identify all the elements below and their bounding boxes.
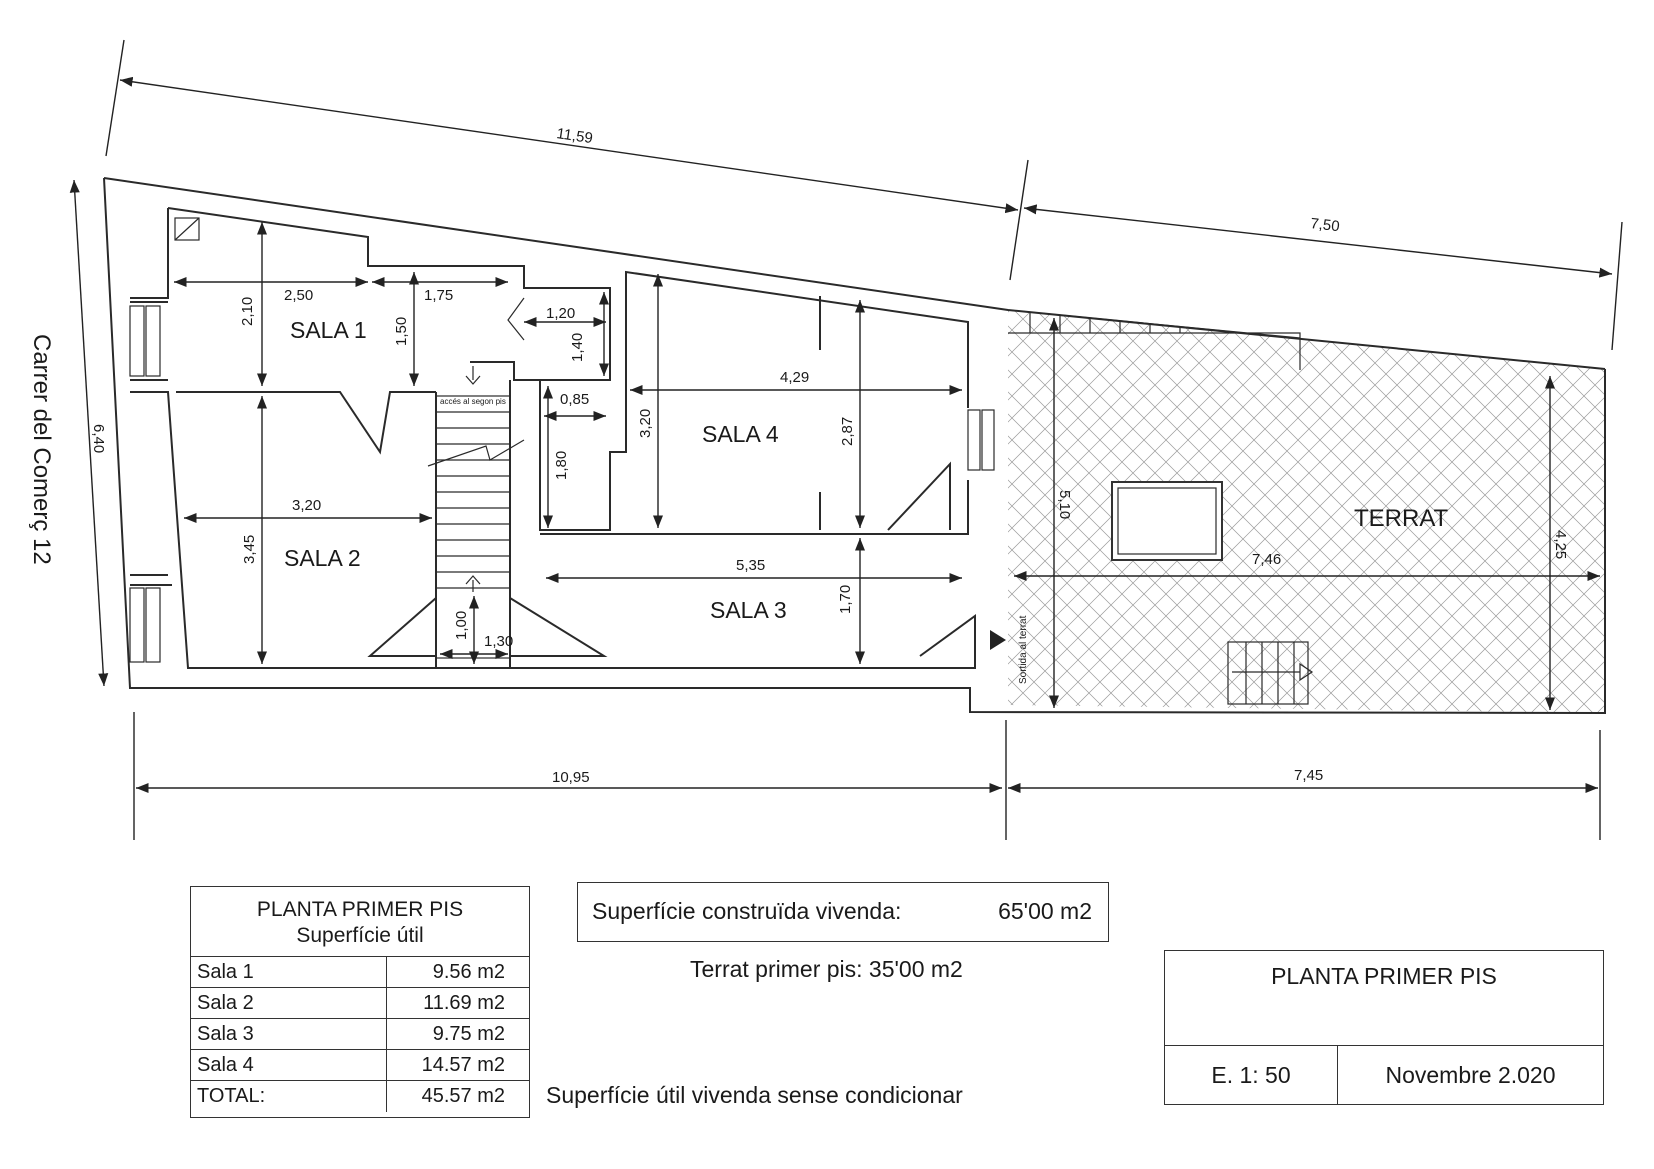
dim-top-terrace: 7,50 bbox=[1310, 215, 1341, 235]
staircase bbox=[427, 366, 525, 659]
dim-wc-height: 1,40 bbox=[569, 333, 586, 362]
dim-sala3-width: 5,35 bbox=[736, 557, 765, 574]
dim-wc-width: 1,20 bbox=[546, 305, 575, 322]
drawing-title: PLANTA PRIMER PIS bbox=[1271, 963, 1497, 989]
dim-closet-width: 0,85 bbox=[560, 391, 589, 408]
drawing-scale: E. 1: 50 bbox=[1165, 1046, 1338, 1104]
table-row: Sala 2 11.69 m2 bbox=[191, 988, 529, 1019]
dim-sala2-depth: 3,45 bbox=[241, 535, 258, 564]
dim-terrat-depth-left: 5,10 bbox=[1056, 490, 1073, 519]
dim-sala1-width: 2,50 bbox=[284, 287, 313, 304]
room-area: 11.69 m2 bbox=[423, 992, 505, 1014]
street-label: Carrer del Comerç 12 bbox=[28, 334, 55, 565]
exit-arrow bbox=[990, 630, 1006, 650]
built-surface-value: 65'00 m2 bbox=[998, 898, 1092, 924]
room-area: 9.56 m2 bbox=[432, 961, 505, 983]
title-block: PLANTA PRIMER PIS E. 1: 50 Novembre 2.02… bbox=[1164, 950, 1604, 1105]
room-label-terrat: TERRAT bbox=[1354, 505, 1449, 532]
surface-table-subtitle: Superfície útil bbox=[296, 924, 424, 947]
surface-table-header: PLANTA PRIMER PIS Superfície útil bbox=[191, 887, 529, 957]
total-area: 45.57 m2 bbox=[421, 1085, 505, 1107]
dim-bottom-main: 10,95 bbox=[552, 769, 590, 786]
title-block-row: E. 1: 50 Novembre 2.020 bbox=[1165, 1045, 1603, 1104]
room-label-sala4: SALA 4 bbox=[702, 421, 779, 447]
useful-surface-note: Superfície útil vivenda sense condiciona… bbox=[546, 1082, 963, 1108]
room-label-sala2: SALA 2 bbox=[284, 545, 361, 571]
room-label-sala1: SALA 1 bbox=[290, 317, 367, 343]
dim-sala4-depth-left: 3,20 bbox=[637, 409, 654, 438]
room-area: 14.57 m2 bbox=[421, 1054, 505, 1076]
room-name: Sala 3 bbox=[191, 1019, 387, 1049]
surface-table: PLANTA PRIMER PIS Superfície útil Sala 1… bbox=[190, 886, 530, 1118]
table-row-total: TOTAL: 45.57 m2 bbox=[191, 1081, 529, 1112]
room-name: Sala 2 bbox=[191, 988, 387, 1018]
dim-sala2-width: 3,20 bbox=[292, 497, 321, 514]
total-label: TOTAL: bbox=[191, 1081, 387, 1112]
dim-sala3-depth: 1,70 bbox=[837, 585, 854, 614]
room-area: 9.75 m2 bbox=[432, 1023, 505, 1045]
stair-access-note: accés al segon pis bbox=[440, 397, 506, 406]
dim-landing-width: 1,30 bbox=[484, 633, 513, 650]
dim-sala4-depth-right: 2,87 bbox=[839, 417, 856, 446]
dim-top-main: 11,59 bbox=[555, 125, 593, 147]
dim-sala1-height: 2,10 bbox=[239, 297, 256, 326]
built-surface-label: Superfície construïda vivenda: bbox=[592, 898, 902, 924]
terrace-stair bbox=[1227, 641, 1314, 705]
terrace-hatch bbox=[1008, 310, 1605, 713]
dim-sala4-width: 4,29 bbox=[780, 369, 809, 386]
table-row: Sala 4 14.57 m2 bbox=[191, 1050, 529, 1081]
dim-hall-height: 1,50 bbox=[393, 317, 410, 346]
dim-left-depth: 6,40 bbox=[90, 424, 107, 453]
windows bbox=[129, 305, 995, 663]
shaft bbox=[174, 217, 200, 241]
terrace-exit-note: Sortida al terrat bbox=[1018, 615, 1029, 684]
room-name: Sala 4 bbox=[191, 1050, 387, 1080]
room-name: Sala 1 bbox=[191, 957, 387, 987]
surface-table-title: PLANTA PRIMER PIS bbox=[256, 898, 464, 921]
skylight bbox=[1111, 481, 1223, 561]
dim-landing-depth: 1,00 bbox=[453, 611, 470, 640]
room-label-sala3: SALA 3 bbox=[710, 597, 787, 623]
terrace-surface: Terrat primer pis: 35'00 m2 bbox=[690, 956, 963, 982]
dim-terrat-depth-right: 4,25 bbox=[1552, 530, 1569, 559]
built-surface-box: Superfície construïda vivenda: 65'00 m2 bbox=[577, 882, 1109, 942]
dim-hall-width: 1,75 bbox=[424, 287, 453, 304]
drawing-date: Novembre 2.020 bbox=[1385, 1061, 1556, 1088]
table-row: Sala 1 9.56 m2 bbox=[191, 957, 529, 988]
table-row: Sala 3 9.75 m2 bbox=[191, 1019, 529, 1050]
dim-bottom-terrace: 7,45 bbox=[1294, 767, 1323, 784]
dim-closet-height: 1,80 bbox=[553, 451, 570, 480]
dim-terrat-width: 7,46 bbox=[1252, 551, 1281, 568]
